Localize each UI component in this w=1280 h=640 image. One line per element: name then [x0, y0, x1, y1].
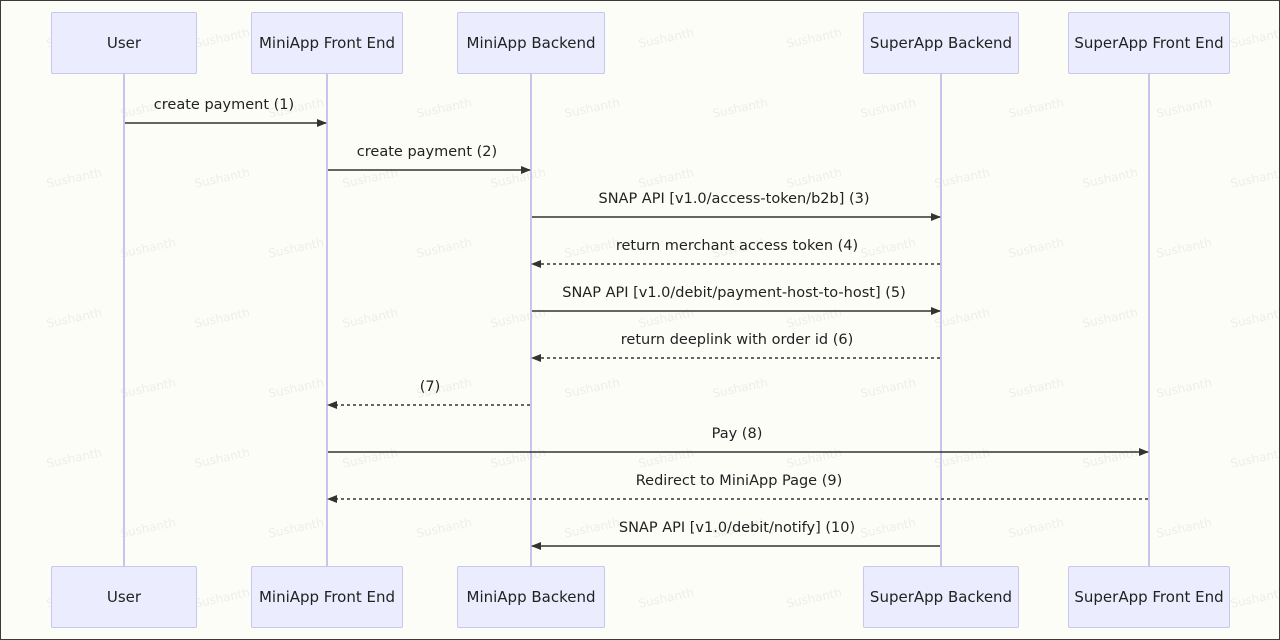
participant-superapp-backend-bottom: SuperApp Backend [863, 566, 1019, 628]
message-label-9: Redirect to MiniApp Page (9) [635, 473, 843, 489]
message-label-7: (7) [419, 379, 441, 395]
participant-miniapp-backend-bottom: MiniApp Backend [457, 566, 605, 628]
message-label-4: return merchant access token (4) [615, 238, 859, 254]
participant-miniapp-backend-top: MiniApp Backend [457, 12, 605, 74]
participant-user-top: User [51, 12, 197, 74]
message-label-2: create payment (2) [356, 144, 498, 160]
participant-superapp-front-end-bottom: SuperApp Front End [1068, 566, 1230, 628]
message-label-8: Pay (8) [711, 426, 763, 442]
participant-miniapp-front-end-bottom: MiniApp Front End [251, 566, 403, 628]
message-label-6: return deeplink with order id (6) [620, 332, 854, 348]
participant-superapp-front-end-top: SuperApp Front End [1068, 12, 1230, 74]
participant-user-bottom: User [51, 566, 197, 628]
message-label-5: SNAP API [v1.0/debit/payment-host-to-hos… [562, 285, 906, 301]
message-label-3: SNAP API [v1.0/access-token/b2b] (3) [598, 191, 870, 207]
message-label-1: create payment (1) [153, 97, 295, 113]
participant-miniapp-front-end-top: MiniApp Front End [251, 12, 403, 74]
message-label-10: SNAP API [v1.0/debit/notify] (10) [618, 520, 856, 536]
participant-superapp-backend-top: SuperApp Backend [863, 12, 1019, 74]
